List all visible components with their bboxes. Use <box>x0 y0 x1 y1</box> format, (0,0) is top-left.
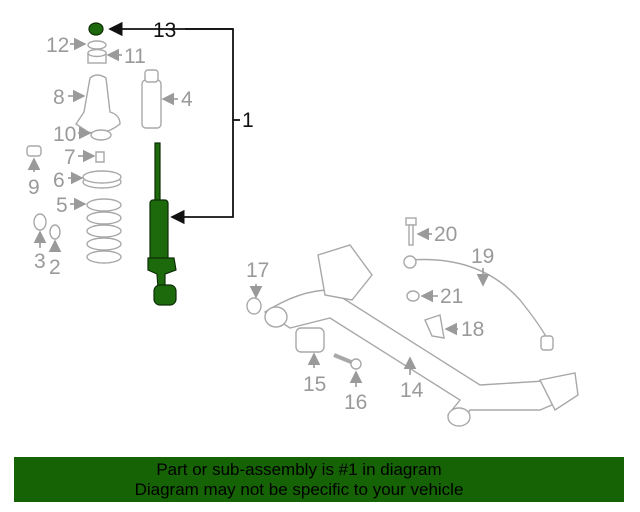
part-19-lateral-rod[interactable] <box>403 255 554 351</box>
callout-11[interactable]: 11 <box>124 45 146 68</box>
part-9-bumper[interactable] <box>26 145 42 157</box>
callout-15[interactable]: 15 <box>303 373 326 396</box>
part-8-upper-mount[interactable] <box>75 74 121 134</box>
callout-17[interactable]: 17 <box>246 259 269 282</box>
callout-14[interactable]: 14 <box>400 379 424 402</box>
part-3-bushing[interactable] <box>33 213 47 231</box>
callout-16[interactable]: 16 <box>344 391 367 414</box>
part-11-bushing[interactable] <box>87 48 107 64</box>
part-12-washer[interactable] <box>87 40 107 50</box>
part-1-shock-absorber[interactable] <box>147 142 177 306</box>
callout-4[interactable]: 4 <box>181 88 193 111</box>
callout-20[interactable]: 20 <box>434 223 457 246</box>
part-5-coil-spring[interactable] <box>86 198 122 264</box>
callout-2[interactable]: 2 <box>49 256 61 279</box>
callout-19[interactable]: 19 <box>471 245 494 268</box>
part-13-nut[interactable] <box>88 22 104 36</box>
callout-21[interactable]: 21 <box>440 285 463 308</box>
callout-8[interactable]: 8 <box>53 86 65 109</box>
part-4-dust-boot[interactable] <box>141 69 162 129</box>
callout-12[interactable]: 12 <box>46 34 69 57</box>
part-10-insulator[interactable] <box>90 129 112 141</box>
callout-13[interactable]: 13 <box>153 19 176 42</box>
part-16-bolt[interactable] <box>333 353 362 370</box>
callout-9[interactable]: 9 <box>28 176 40 199</box>
banner-line-1: Part or sub-assembly is #1 in diagram <box>156 460 442 479</box>
part-2-washer[interactable] <box>49 224 61 240</box>
part-17-bushing[interactable] <box>246 297 262 315</box>
callout-10[interactable]: 10 <box>53 123 76 146</box>
callout-18[interactable]: 18 <box>461 318 484 341</box>
callout-6[interactable]: 6 <box>53 169 65 192</box>
part-20-bolt[interactable] <box>405 217 417 246</box>
disclaimer-banner: Part or sub-assembly is #1 in diagram Di… <box>14 457 624 502</box>
leader-lines <box>27 21 490 387</box>
part-6-spring-seat[interactable] <box>82 170 122 189</box>
callout-5[interactable]: 5 <box>56 194 68 217</box>
part-15-bushing[interactable] <box>295 327 325 353</box>
part-14-axle-beam[interactable] <box>263 244 579 427</box>
part-18-bracket[interactable] <box>424 314 445 339</box>
banner-line-2: Diagram may not be specific to your vehi… <box>134 480 464 499</box>
callout-3[interactable]: 3 <box>34 250 46 273</box>
part-7-bolt[interactable] <box>95 151 105 163</box>
callout-7[interactable]: 7 <box>64 146 76 169</box>
callout-1[interactable]: 1 <box>242 109 254 132</box>
part-21-nut[interactable] <box>406 290 420 302</box>
